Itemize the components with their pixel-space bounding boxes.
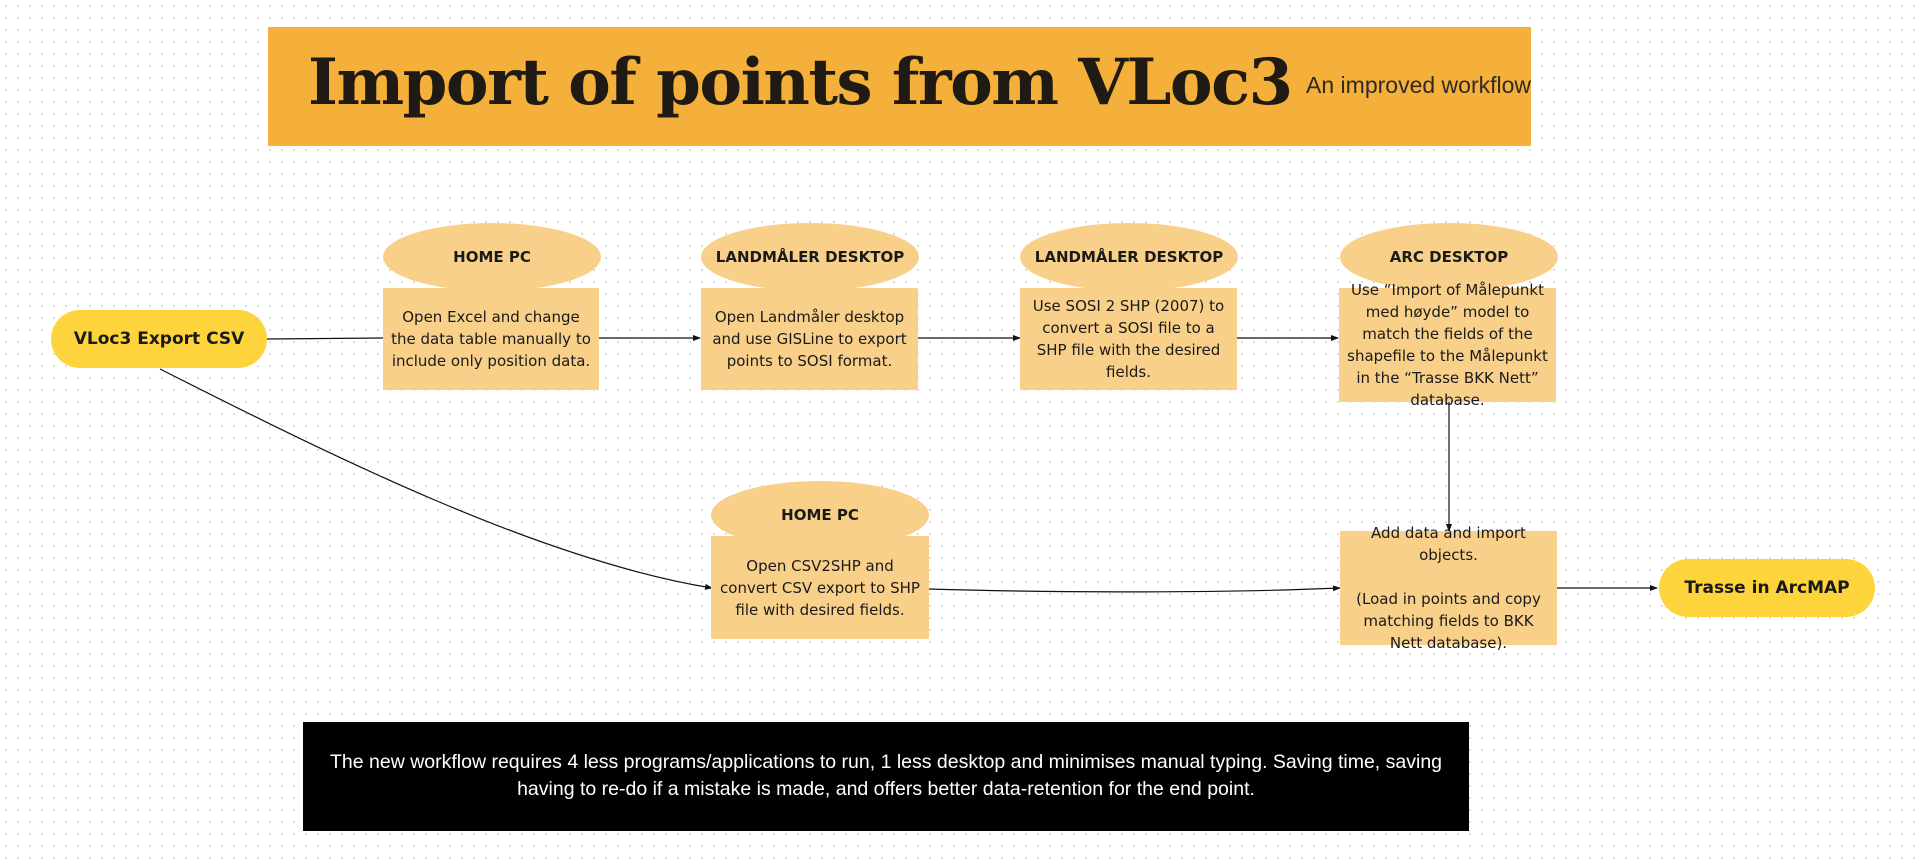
step-5-box: Open CSV2SHP and convert CSV export to S… [711, 536, 929, 639]
step-3-heading: LANDMÅLER DESKTOP [1020, 223, 1238, 291]
header-banner: Import of points from VLoc3 An improved … [268, 27, 1531, 146]
step-6-box: Add data and import objects. (Load in po… [1340, 524, 1557, 652]
step-4-box: Use “Import of Målepunkt med høyde” mode… [1339, 281, 1556, 409]
step-1-box: Open Excel and change the data table man… [383, 288, 599, 390]
end-node: Trasse in ArcMAP [1659, 559, 1875, 617]
connector-step-5-to-step-6 [928, 585, 1341, 593]
start-node: VLoc3 Export CSV [51, 310, 267, 368]
step-1-heading: HOME PC [383, 223, 601, 291]
page-subtitle: An improved workflow [1306, 72, 1531, 98]
summary-note: The new workflow requires 4 less program… [303, 722, 1469, 831]
page-title: Import of points from VLoc3 [308, 45, 1293, 120]
step-3-box: Use SOSI 2 SHP (2007) to convert a SOSI … [1020, 288, 1237, 390]
step-2-box: Open Landmåler desktop and use GISLine t… [701, 288, 918, 390]
connector-start-to-step-1 [266, 337, 384, 340]
connector-start-to-step-5 [159, 368, 713, 590]
step-2-heading: LANDMÅLER DESKTOP [701, 223, 919, 291]
step-4-heading: ARC DESKTOP [1340, 223, 1558, 291]
